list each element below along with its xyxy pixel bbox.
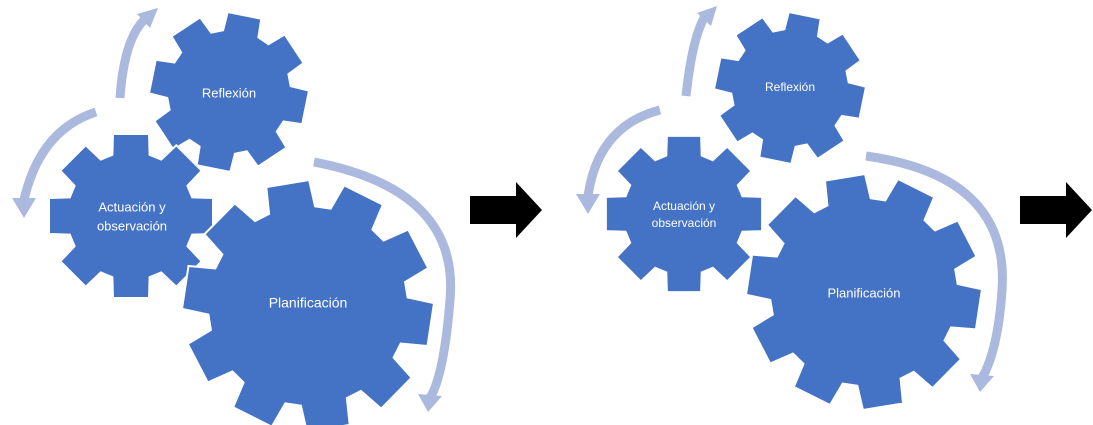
- cycle-2-action-observation-gear-icon: [604, 134, 764, 294]
- cycle-1-arrow-top: [115, 16, 148, 99]
- cycle-1: Reflexión Actuación y observación Planif…: [12, 8, 456, 425]
- cycle-2-arrow-top-head: [697, 6, 717, 26]
- cycle-2-arrow-right: [865, 151, 1007, 381]
- cycle-1-arrow-top-head: [137, 8, 158, 28]
- flow-arrow-2-right-arrow-icon: [1020, 182, 1092, 238]
- cycle-1-action-label-line1: Actuación y: [98, 199, 166, 214]
- cycle-1-reflection-gear-icon: [147, 10, 311, 174]
- cycle-1-reflection-label: Reflexión: [202, 85, 256, 100]
- cycle-1-planning-label: Planificación: [269, 295, 348, 311]
- cycle-1-planning-gear-icon: [180, 178, 436, 425]
- cycle-2-action-label-line2: observación: [652, 216, 717, 230]
- cycle-2-planning-gear-icon: [744, 172, 984, 412]
- cycle-2-arrow-right-head: [970, 374, 994, 392]
- cycle-2-action-label-line1: Actuación y: [653, 199, 715, 213]
- cycle-2-arrow-left-head: [576, 194, 600, 214]
- cycle-1-action-label-line2: observación: [97, 218, 167, 233]
- cycle-2-arrow-left: [583, 105, 662, 197]
- cycle-2-reflection-label: Reflexión: [765, 80, 815, 94]
- cycle-1-arrow-left-head: [12, 198, 36, 218]
- cycle-1-arrow-right: [313, 157, 456, 401]
- cycle-2-arrow-top: [681, 15, 709, 97]
- cycle-2-reflection-gear-icon: [712, 10, 868, 166]
- cycle-1-arrow-left: [19, 107, 98, 202]
- cycle-2: Reflexión Actuación y observación Planif…: [576, 6, 1007, 412]
- flow-arrow-1-right-arrow-icon: [470, 182, 542, 238]
- cycle-2-planning-label: Planificación: [828, 285, 901, 300]
- cycle-1-arrow-right-head: [418, 394, 442, 412]
